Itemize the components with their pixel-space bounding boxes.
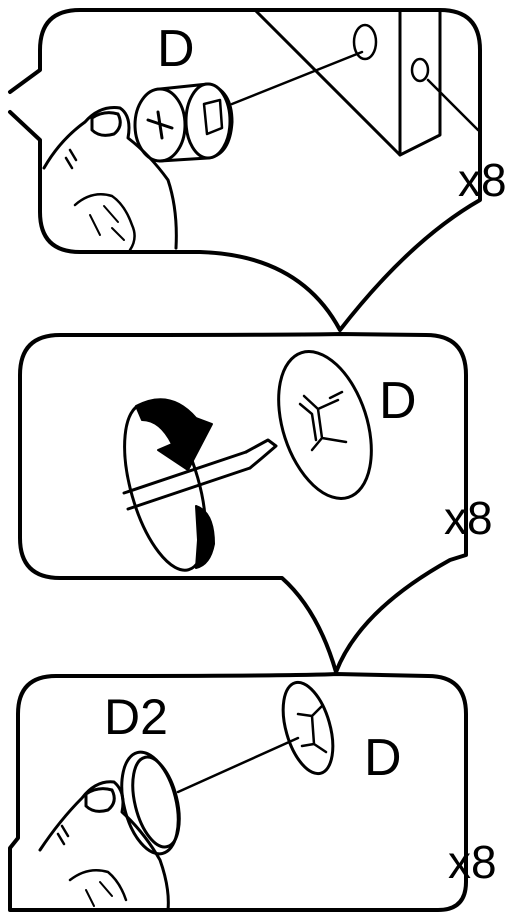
- rotation-arrow: [135, 398, 213, 471]
- step-3-part-label: D: [364, 729, 402, 787]
- cover-guide-line: [176, 736, 300, 794]
- step-2-part-label: D: [379, 372, 417, 430]
- board-edge: [230, 8, 480, 157]
- step-1-callout-frame: [8, 8, 482, 332]
- hand-illustration: [42, 106, 178, 252]
- step-3-quantity-label: x8: [448, 836, 497, 888]
- cam-head-large: [277, 350, 373, 500]
- step-1-part-label: D: [157, 20, 195, 78]
- cam-hole: [352, 23, 378, 61]
- cam-head-small: [281, 680, 335, 776]
- step-3-callout-frame: [8, 672, 468, 912]
- screwdriver-rotation: [122, 398, 278, 572]
- step-1-panel: [8, 8, 482, 332]
- step-2-callout-frame: [18, 332, 468, 674]
- step-3-panel: [8, 672, 468, 912]
- cover-cap: [120, 750, 181, 856]
- insert-guide-line: [230, 50, 364, 106]
- hand-illustration-2: [38, 780, 170, 912]
- step-2-quantity-label: x8: [444, 492, 493, 544]
- cam-lock-fitting: [133, 82, 234, 163]
- step-3-secondary-part-label: D2: [104, 689, 168, 745]
- step-1-quantity-label: x8: [458, 154, 507, 206]
- step-2-panel: [18, 332, 468, 674]
